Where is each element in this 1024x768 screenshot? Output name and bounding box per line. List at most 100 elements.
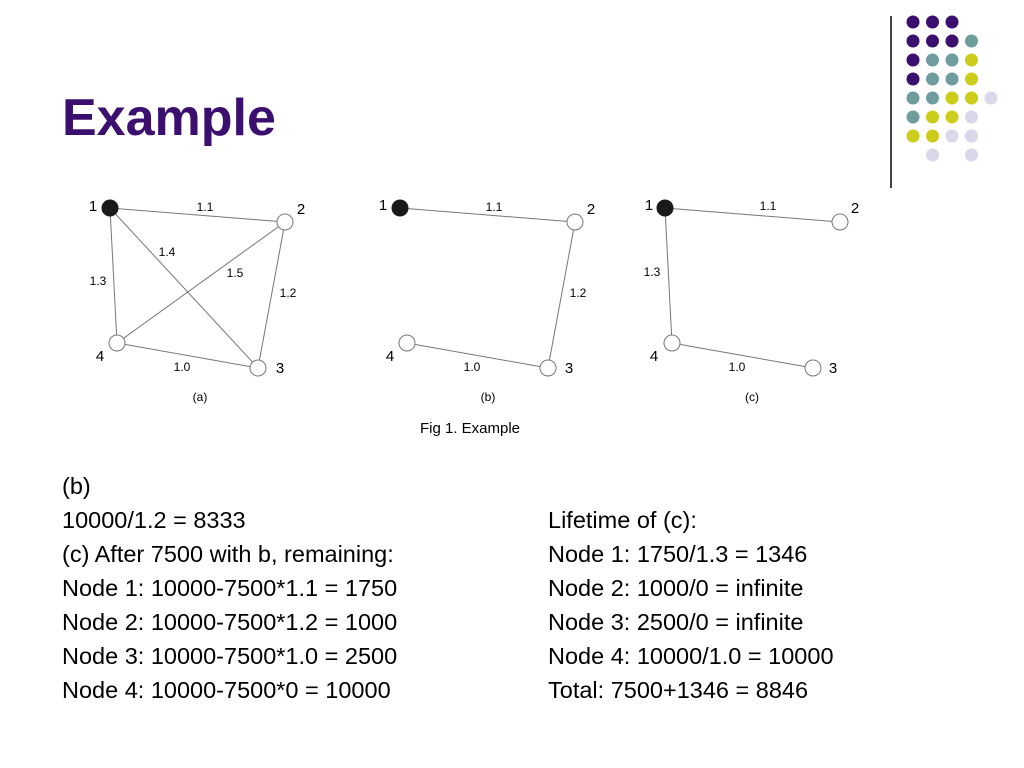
teal-dot [926, 72, 939, 86]
edge-weight-label: 1.3 [644, 265, 661, 279]
purple-dot [906, 53, 920, 67]
purple-dot [906, 72, 920, 86]
yellow-dot [945, 91, 959, 105]
decorative-dot-grid [906, 15, 998, 162]
teal-dot [906, 91, 920, 105]
node-2 [831, 213, 849, 231]
lavender-dot [984, 91, 998, 105]
slide-title: Example [62, 89, 276, 147]
edge-weight-label: 1.0 [464, 360, 481, 374]
edge-weight-label: 1.0 [729, 360, 746, 374]
subfigure-label: (a) [193, 390, 208, 404]
yellow-dot [926, 110, 939, 124]
node-3 [804, 359, 822, 377]
node-2 [566, 213, 584, 231]
node-label: 4 [386, 348, 394, 365]
node-label: 1 [89, 198, 97, 215]
edge-weight-label: 1.1 [760, 199, 777, 213]
node-1 [101, 199, 119, 217]
teal-dot [926, 91, 939, 105]
edge-weight-label: 1.1 [486, 200, 503, 214]
right-line: Node 4: 10000/1.0 = 10000 [548, 643, 834, 669]
node-label: 4 [96, 348, 104, 365]
edge-weight-label: 1.4 [159, 245, 176, 259]
left-line: Node 4: 10000-7500*0 = 10000 [62, 677, 391, 703]
edge-4-2 [116, 221, 286, 344]
node-label: 2 [297, 201, 305, 218]
lavender-dot [926, 148, 939, 162]
node-label: 3 [276, 360, 284, 377]
edge-weight-label: 1.0 [174, 360, 191, 374]
left-line: Node 2: 10000-7500*1.2 = 1000 [62, 609, 398, 635]
left-line: 10000/1.2 = 8333 [62, 507, 246, 533]
edge-1-4 [109, 207, 118, 344]
yellow-dot [906, 129, 920, 143]
node-label: 2 [587, 201, 595, 218]
edge-4-3 [406, 342, 549, 369]
right-line: Node 2: 1000/0 = infinite [548, 575, 804, 601]
teal-dot [945, 72, 959, 86]
left-line: (c) After 7500 with b, remaining: [62, 541, 394, 567]
node-1 [391, 199, 409, 217]
lavender-dot [965, 129, 978, 143]
edge-4-3 [671, 342, 814, 369]
edge-1-4 [664, 207, 673, 344]
yellow-dot [926, 129, 939, 143]
lavender-dot [945, 129, 959, 143]
right-line: Lifetime of (c): [548, 507, 697, 533]
edge-1-3 [109, 207, 259, 369]
edge-4-3 [116, 342, 259, 369]
subfigure-label: (b) [481, 390, 496, 404]
graph-c: 1.1 1.3 1.0 1 2 3 4 (c) [640, 186, 880, 411]
node-label: 4 [650, 348, 658, 365]
teal-dot [926, 53, 939, 67]
left-line: (b) [62, 473, 91, 499]
edge-weight-label: 1.2 [570, 286, 587, 300]
subfigure-label: (c) [745, 390, 759, 404]
lavender-dot [965, 110, 978, 124]
title-divider [890, 16, 892, 188]
edge-1-2 [399, 207, 576, 223]
purple-dot [926, 15, 939, 29]
lavender-dot [965, 148, 978, 162]
node-3 [539, 359, 557, 377]
yellow-dot [965, 72, 978, 86]
left-line: Node 1: 10000-7500*1.1 = 1750 [62, 575, 398, 601]
purple-dot [945, 34, 959, 48]
network-graph-svg: 1.1 1.3 1.0 1 2 3 4 (c) [644, 197, 860, 404]
left-text-column: (b) 10000/1.2 = 8333 (c) After 7500 with… [62, 469, 397, 707]
node-label: 1 [379, 197, 387, 214]
yellow-dot [965, 91, 978, 105]
teal-dot [965, 34, 978, 48]
edge-2-3 [547, 221, 576, 369]
right-line: Node 1: 1750/1.3 = 1346 [548, 541, 808, 567]
node-4 [108, 334, 126, 352]
purple-dot [945, 15, 959, 29]
edge-weight-label: 1.3 [90, 274, 107, 288]
node-label: 1 [645, 197, 653, 214]
node-1 [656, 199, 674, 217]
node-3 [249, 359, 267, 377]
teal-dot [945, 53, 959, 67]
purple-dot [906, 15, 920, 29]
node-label: 3 [829, 360, 837, 377]
teal-dot [906, 110, 920, 124]
edge-2-3 [257, 221, 286, 369]
left-line: Node 3: 10000-7500*1.0 = 2500 [62, 643, 398, 669]
edge-weight-label: 1.2 [280, 286, 297, 300]
right-text-column: Lifetime of (c): Node 1: 1750/1.3 = 1346… [548, 503, 834, 707]
node-2 [276, 213, 294, 231]
right-line: Total: 7500+1346 = 8846 [548, 677, 809, 703]
edge-1-2 [664, 207, 841, 223]
node-label: 2 [851, 200, 859, 217]
purple-dot [906, 34, 920, 48]
node-4 [398, 334, 416, 352]
edge-weight-label: 1.5 [227, 266, 244, 280]
figure-caption: Fig 1. Example [419, 420, 521, 437]
right-line: Node 3: 2500/0 = infinite [548, 609, 804, 635]
